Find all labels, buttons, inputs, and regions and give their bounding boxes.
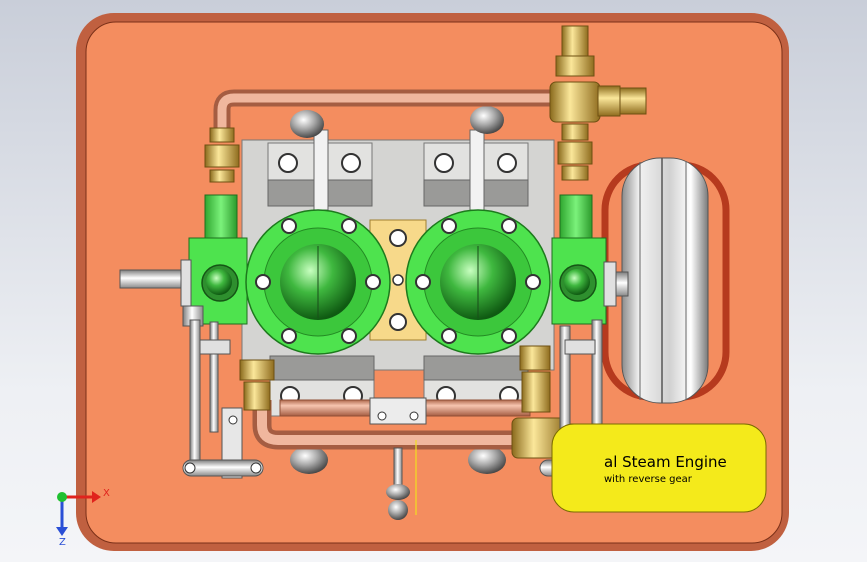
name-plate: al Steam Engine with reverse gear	[551, 423, 767, 513]
upper-guides	[267, 129, 529, 211]
z-axis-label: Z	[59, 537, 66, 548]
center-holes	[389, 229, 407, 331]
coordinate-triad: X Z	[56, 488, 110, 548]
right-valve-chest	[551, 194, 617, 325]
left-cylinder	[245, 209, 391, 355]
plate-title: al Steam Engine	[604, 453, 727, 471]
plate-subtitle: with reverse gear	[604, 474, 693, 485]
bearing-balls	[290, 106, 506, 474]
x-axis-label: X	[103, 488, 110, 499]
reverse-gear-linkage	[182, 319, 611, 520]
top-steam-pipe	[213, 89, 556, 140]
output-shaft	[119, 269, 191, 289]
left-fittings	[204, 127, 275, 411]
right-cylinder	[405, 209, 551, 355]
